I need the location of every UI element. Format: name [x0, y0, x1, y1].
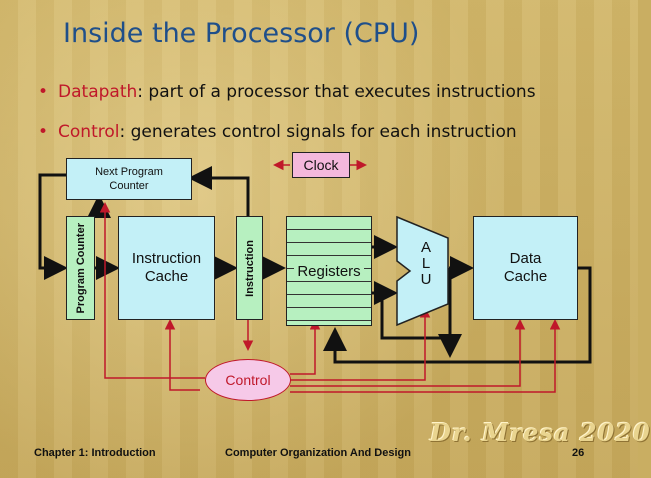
- bullet-dot: •: [38, 82, 49, 102]
- next-program-counter-label: Next Program Counter: [95, 166, 163, 192]
- footer-chapter: Chapter 1: Introduction: [34, 447, 156, 459]
- program-counter-box: Program Counter: [66, 216, 95, 320]
- registers-box: Registers: [286, 216, 372, 326]
- alu-shape: [396, 215, 449, 327]
- bullet-datapath: • Datapath: part of a processor that exec…: [38, 82, 536, 102]
- instruction-cache-label: Instruction Cache: [131, 250, 202, 285]
- instruction-register-box: Instruction: [236, 216, 263, 320]
- clock-box: Clock: [292, 152, 350, 178]
- bullet-text: : generates control signals for each ins…: [119, 122, 517, 142]
- alu-letter: U: [420, 271, 432, 288]
- slide-title: Inside the Processor (CPU): [63, 18, 420, 49]
- alu-label: A L U: [416, 240, 436, 288]
- control-unit-label: Control: [225, 372, 271, 388]
- bullet-dot: •: [38, 122, 49, 142]
- registers-label: Registers: [294, 261, 364, 281]
- footer-course: Computer Organization And Design: [225, 447, 411, 459]
- instruction-cache-box: Instruction Cache: [118, 216, 215, 320]
- clock-label: Clock: [303, 157, 339, 173]
- data-cache-box: Data Cache: [473, 216, 578, 320]
- data-cache-label: Data Cache: [503, 250, 548, 285]
- bullet-term: Control: [58, 122, 120, 142]
- author-watermark: Dr. Mresa 2020: [430, 418, 651, 447]
- program-counter-label: Program Counter: [74, 222, 87, 314]
- bullet-term: Datapath: [58, 82, 138, 102]
- alu-letter: L: [421, 255, 431, 272]
- alu-letter: A: [420, 239, 431, 256]
- bullet-control: • Control: generates control signals for …: [38, 122, 517, 142]
- bullet-text: : part of a processor that executes inst…: [137, 82, 536, 102]
- next-program-counter-box: Next Program Counter: [66, 158, 192, 200]
- instruction-register-label: Instruction: [243, 239, 256, 297]
- footer-page-number: 26: [572, 447, 585, 459]
- control-unit-ellipse: Control: [205, 359, 291, 401]
